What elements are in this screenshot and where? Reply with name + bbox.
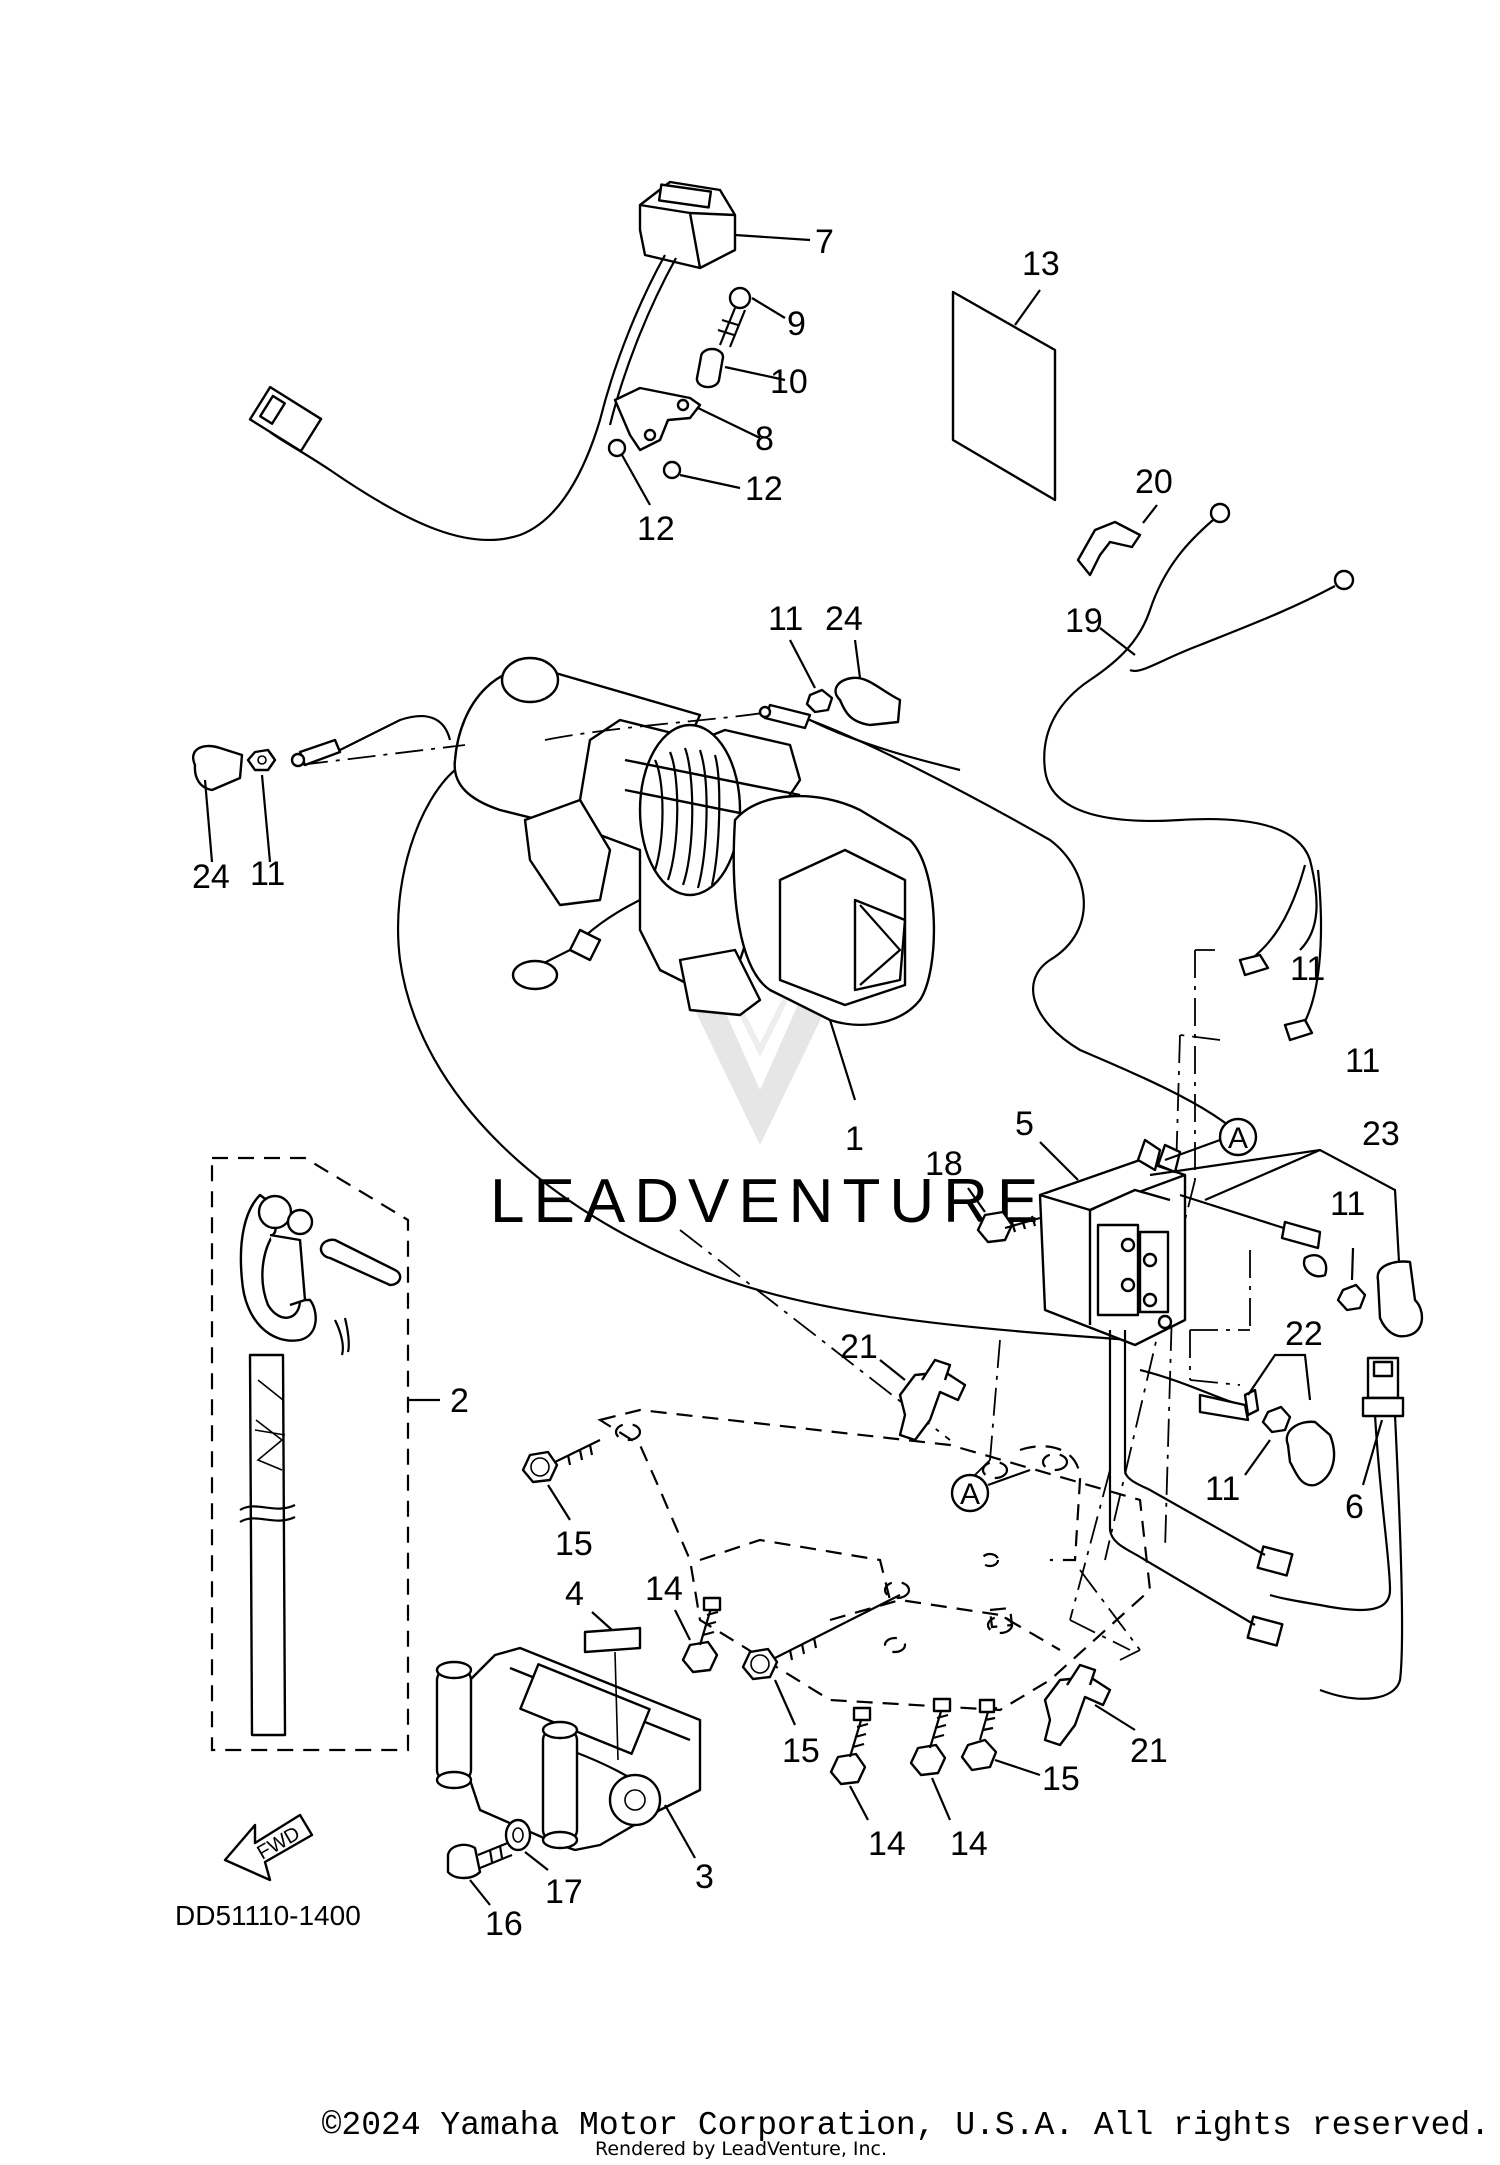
callout-24-left: 24 — [192, 858, 230, 896]
part-8-bracket[interactable] — [613, 386, 761, 452]
callout-14-lower-left: 14 — [868, 1825, 906, 1863]
part-24-cap-top[interactable] — [834, 639, 902, 727]
callout-14-upper: 14 — [645, 1570, 683, 1608]
ref-marker-a-top: A — [1164, 1117, 1258, 1162]
part-14-bolt-lower-right[interactable] — [909, 1697, 952, 1821]
callout-9: 9 — [787, 305, 806, 343]
part-22-wire[interactable] — [1139, 1353, 1312, 1422]
callout-7: 7 — [815, 223, 834, 261]
part-11-nut-22[interactable] — [1244, 1405, 1292, 1476]
callout-15-middle: 15 — [782, 1732, 820, 1770]
part-17-washer[interactable] — [504, 1818, 549, 1871]
callout-5: 5 — [1015, 1105, 1034, 1143]
callout-24-top: 24 — [825, 600, 863, 638]
svg-text:A: A — [1228, 1122, 1248, 1155]
reference-code: DD51110-1400 — [175, 1900, 361, 1931]
callout-13: 13 — [1022, 245, 1060, 283]
part-20-clamp[interactable] — [1076, 504, 1158, 577]
ref-marker-a-bottom: A — [950, 1468, 1031, 1513]
part-23-cap[interactable] — [1376, 1260, 1424, 1338]
callout-11-d: 11 — [1205, 1470, 1240, 1508]
mounting-plate — [597, 1408, 1152, 1712]
winch-motor-leads[interactable] — [290, 703, 1251, 1342]
callout-12-right: 12 — [745, 470, 783, 508]
part-4-label[interactable] — [583, 1611, 642, 1761]
callout-21-top: 21 — [840, 1328, 878, 1366]
part-14-bolt-lower-left[interactable] — [829, 1706, 872, 1821]
part-2-hook-strap-kit[interactable] — [210, 1156, 440, 1752]
part-12-screw-a[interactable] — [607, 438, 651, 506]
callout-10: 10 — [770, 363, 808, 401]
part-22-cap[interactable] — [1285, 1420, 1336, 1487]
part-21-clip-top[interactable] — [879, 1358, 967, 1442]
part-7-winch-switch[interactable] — [248, 180, 811, 542]
callout-6: 6 — [1345, 1488, 1364, 1526]
part-11-nut-relay-right[interactable] — [1336, 1247, 1367, 1312]
part-24-cap-left[interactable] — [192, 744, 244, 863]
part-12-screw-b[interactable] — [662, 460, 741, 490]
callout-11-b: 11 — [1345, 1042, 1380, 1080]
watermark-text: LEADVENTURE — [490, 1167, 1047, 1236]
part-14-bolt-upper[interactable] — [674, 1596, 722, 1674]
callout-2: 2 — [450, 1382, 469, 1420]
callout-1: 1 — [845, 1120, 864, 1158]
part-11-nut-top[interactable] — [789, 639, 834, 714]
part-18-bolt[interactable] — [967, 1187, 1041, 1244]
callout-20: 20 — [1135, 463, 1173, 501]
part-10-collar[interactable] — [695, 347, 786, 389]
part-15-bolt-right[interactable] — [960, 1698, 1041, 1777]
part-16-bolt[interactable] — [446, 1840, 513, 1906]
callout-17: 17 — [545, 1873, 583, 1911]
callout-4: 4 — [565, 1575, 584, 1613]
callout-11-a: 11 — [1290, 950, 1325, 988]
rendered-by-notice: Rendered by LeadVenture, Inc. — [595, 2138, 888, 2160]
part-9-bolt[interactable] — [717, 286, 786, 348]
callout-3: 3 — [695, 1858, 714, 1896]
part-13-manual[interactable] — [951, 289, 1057, 502]
callout-18: 18 — [925, 1145, 963, 1183]
part-21-clip-bottom[interactable] — [1043, 1663, 1136, 1747]
part-15-bolt-left[interactable] — [521, 1439, 601, 1521]
callout-22: 22 — [1285, 1315, 1323, 1353]
part-1-winch[interactable] — [453, 656, 936, 1101]
part-23-wire[interactable] — [1149, 1148, 1402, 1290]
callout-11-top: 11 — [768, 600, 803, 638]
callout-16: 16 — [485, 1905, 523, 1943]
callout-14-lower-right: 14 — [950, 1825, 988, 1863]
svg-text:A: A — [960, 1478, 980, 1511]
part-5-relay[interactable] — [1038, 1138, 1187, 1347]
copyright-notice: ©2024 Yamaha Motor Corporation, U.S.A. A… — [321, 2107, 1490, 2144]
part-3-roller-fairlead[interactable] — [435, 1646, 702, 1859]
harness-lines[interactable] — [1108, 1330, 1266, 1626]
callout-23: 23 — [1362, 1115, 1400, 1153]
callout-labels: 1 2 3 4 5 6 7 8 9 10 11 11 11 11 11 11 1… — [192, 223, 1400, 1943]
fwd-arrow: FWD — [223, 1813, 314, 1882]
callout-15-left: 15 — [555, 1525, 593, 1563]
watermark-logo — [690, 998, 830, 1145]
callout-21-bottom: 21 — [1130, 1732, 1168, 1770]
callout-15-right: 15 — [1042, 1760, 1080, 1798]
callout-12-left: 12 — [637, 510, 675, 548]
callout-11-left: 11 — [250, 855, 285, 893]
part-15-bolt-middle[interactable] — [741, 1594, 901, 1726]
callout-8: 8 — [755, 420, 774, 458]
callout-11-c: 11 — [1330, 1185, 1365, 1223]
part-6-connector-harness[interactable] — [1246, 1356, 1405, 1700]
part-11-nut-left[interactable] — [246, 748, 277, 863]
part-19-lead-wire[interactable] — [1043, 502, 1355, 1042]
callout-19: 19 — [1065, 602, 1103, 640]
